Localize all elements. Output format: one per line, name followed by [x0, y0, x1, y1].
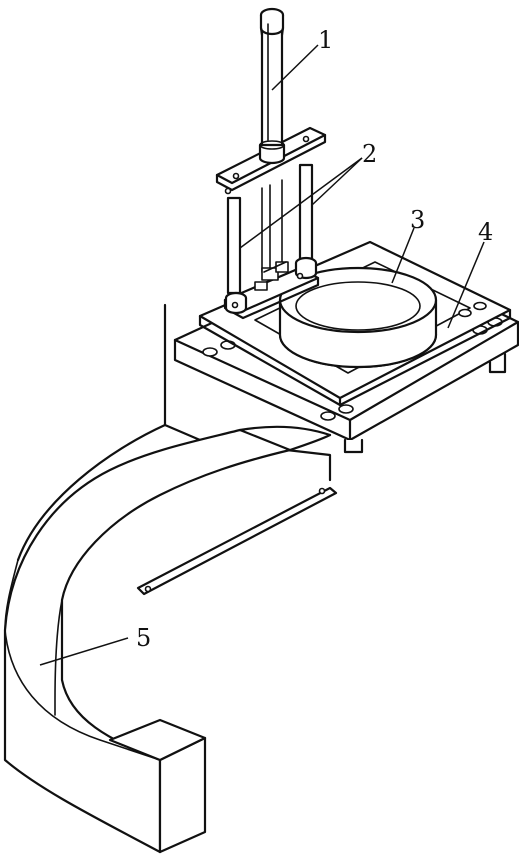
ring-cylinder [278, 266, 438, 369]
callout-4: 4 [478, 218, 493, 246]
leader-3 [391, 227, 415, 284]
leader-1 [271, 44, 319, 91]
callouts: 1 2 3 4 5 [39, 26, 493, 666]
leader-5 [39, 637, 129, 666]
leader-4 [447, 241, 485, 329]
support-strip [136, 486, 338, 596]
callout-2: 2 [362, 140, 377, 168]
callout-1: 1 [318, 26, 333, 54]
actuator-cylinder [258, 7, 286, 165]
callout-5: 5 [136, 624, 151, 652]
callout-3: 3 [410, 206, 425, 234]
leader-2a [239, 157, 363, 249]
leader-2b [311, 157, 363, 206]
